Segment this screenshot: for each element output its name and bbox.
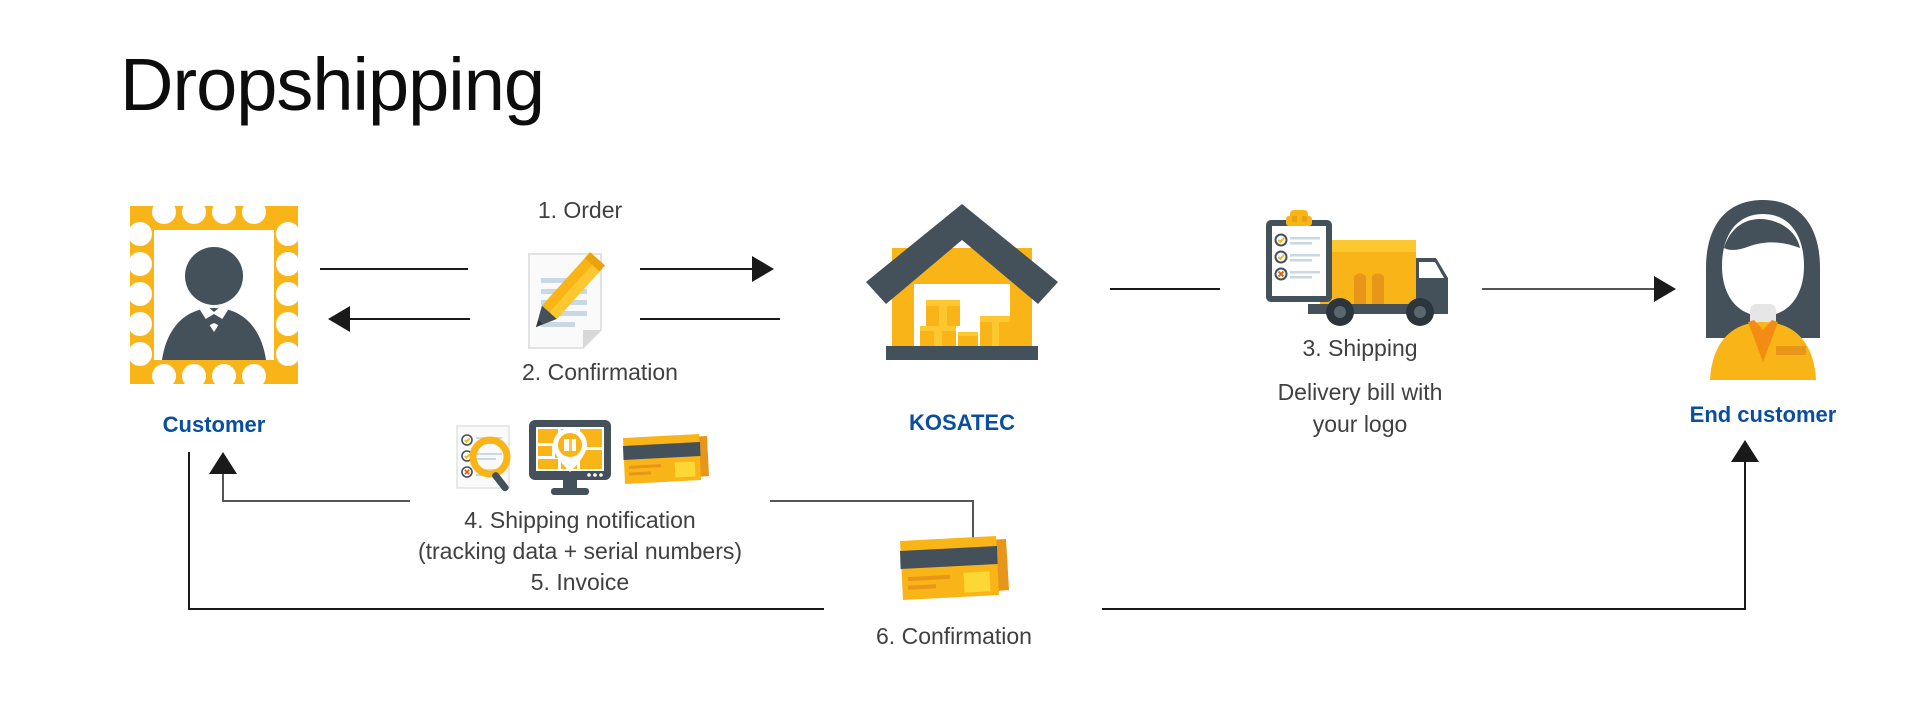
document-pencil-icon <box>521 252 625 350</box>
confirmation-credit-cards-icon <box>898 534 1010 608</box>
node-label-end-customer: End customer <box>1689 402 1837 427</box>
node-kosatec <box>862 200 1062 375</box>
connector-confirmation-arrowhead <box>328 306 350 332</box>
node-label-customer: Customer <box>162 412 266 437</box>
connector-confirmation-line-2 <box>350 318 470 320</box>
connector-notify-vline-right <box>972 500 974 546</box>
connector-confirmation-line <box>640 318 780 320</box>
connector-confirm6-vline-left <box>188 452 190 610</box>
node-label-kosatec: KOSATEC <box>909 410 1015 435</box>
node-customer <box>124 200 304 390</box>
credit-cards-icon <box>621 432 709 490</box>
step-label-shipping-notification: 4. Shipping notification <box>464 507 696 533</box>
connector-notify-arrowhead <box>209 452 237 474</box>
connector-order-line-2 <box>640 268 752 270</box>
connector-kosatec-truck-line <box>1110 288 1220 290</box>
step-detail-shipping-notification: (tracking data + serial numbers) <box>417 538 743 564</box>
connector-order-arrowhead <box>752 256 774 282</box>
connector-order-line <box>320 268 468 270</box>
monitor-map-pin-icon <box>527 418 613 498</box>
step-detail-shipping-line1: Delivery bill with <box>1277 379 1443 405</box>
step-label-invoice: 5. Invoice <box>530 569 630 595</box>
page-title: Dropshipping <box>120 43 545 126</box>
connector-confirm6-vline-right <box>1744 462 1746 610</box>
step-detail-shipping-line2: your logo <box>1312 411 1408 437</box>
step-label-confirmation: 2. Confirmation <box>522 359 678 385</box>
connector-truck-endcustomer-line <box>1482 288 1654 290</box>
connector-notify-vline-left <box>222 472 224 502</box>
connector-confirm6-hline-left <box>188 608 824 610</box>
woman-avatar-icon <box>1706 200 1820 380</box>
connector-truck-endcustomer-arrowhead <box>1654 276 1676 302</box>
step-label-order: 1. Order <box>537 197 623 223</box>
connector-confirm6-hline-right <box>1102 608 1746 610</box>
connector-notify-hline <box>222 500 410 502</box>
connector-notify-hline-right <box>770 500 974 502</box>
checklist-magnifier-icon <box>443 424 519 496</box>
truck-clipboard-icon <box>1262 208 1452 326</box>
node-end-customer <box>1688 196 1838 380</box>
stamp-portrait-icon <box>130 206 298 384</box>
connector-confirm6-arrowhead <box>1731 440 1759 462</box>
step-label-shipping: 3. Shipping <box>1302 335 1418 361</box>
warehouse-icon <box>866 204 1058 360</box>
step-label-confirmation-2: 6. Confirmation <box>876 623 1032 649</box>
